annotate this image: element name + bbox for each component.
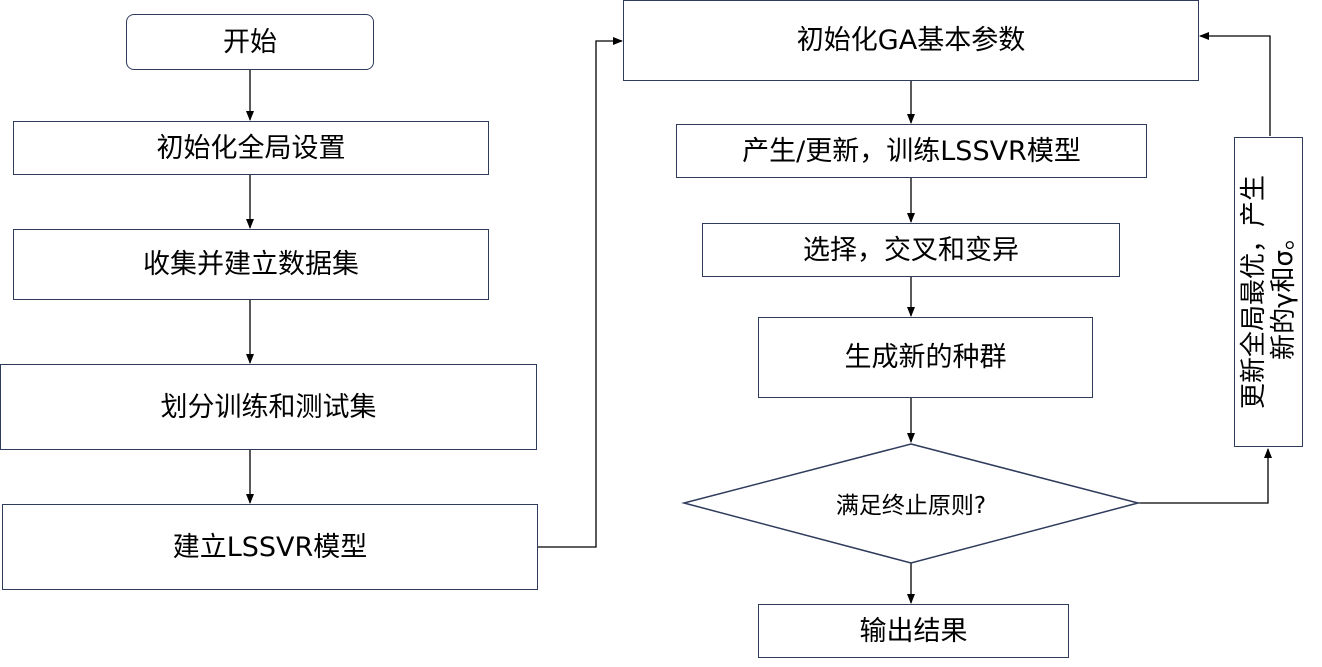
feedback-text: 更新全局最优，产生 新的γ和σ。 xyxy=(1239,149,1299,435)
decision-diamond xyxy=(681,443,1141,564)
new-population-label: 生成新的种群 xyxy=(844,342,1007,373)
init-global-step: 初始化全局设置 xyxy=(13,121,489,175)
feedback-line1: 更新全局最优，产生 xyxy=(1238,175,1269,410)
arrow-decision-to-feedback xyxy=(1138,448,1272,504)
decision-label: 满足终止原则? xyxy=(835,493,987,519)
init-ga-label: 初始化GA基本参数 xyxy=(796,25,1026,56)
new-population-step: 生成新的种群 xyxy=(758,317,1093,398)
init-ga-step: 初始化GA基本参数 xyxy=(623,0,1199,81)
collect-data-label: 收集并建立数据集 xyxy=(143,249,359,280)
select-cross-step: 选择，交叉和变异 xyxy=(702,223,1120,277)
train-model-label: 产生/更新，训练LSSVR模型 xyxy=(742,135,1081,167)
split-sets-step: 划分训练和测试集 xyxy=(0,364,537,450)
arrow-build-to-init-ga xyxy=(538,37,623,548)
start-node: 开始 xyxy=(126,14,374,70)
arrow-feedback-to-init-ga xyxy=(1199,32,1271,136)
build-model-step: 建立LSSVR模型 xyxy=(2,504,538,590)
build-model-label: 建立LSSVR模型 xyxy=(172,531,368,563)
split-sets-label: 划分训练和测试集 xyxy=(160,391,377,423)
start-label: 开始 xyxy=(223,26,277,58)
train-model-step: 产生/更新，训练LSSVR模型 xyxy=(676,124,1147,178)
init-global-label: 初始化全局设置 xyxy=(156,132,346,164)
feedback-line2: 新的γ和σ。 xyxy=(1268,224,1299,360)
output-label: 输出结果 xyxy=(859,615,968,647)
select-cross-label: 选择，交叉和变异 xyxy=(803,234,1019,266)
collect-data-step: 收集并建立数据集 xyxy=(13,229,489,300)
output-step: 输出结果 xyxy=(758,604,1069,658)
feedback-step: 更新全局最优，产生 新的γ和σ。 xyxy=(1234,137,1303,447)
